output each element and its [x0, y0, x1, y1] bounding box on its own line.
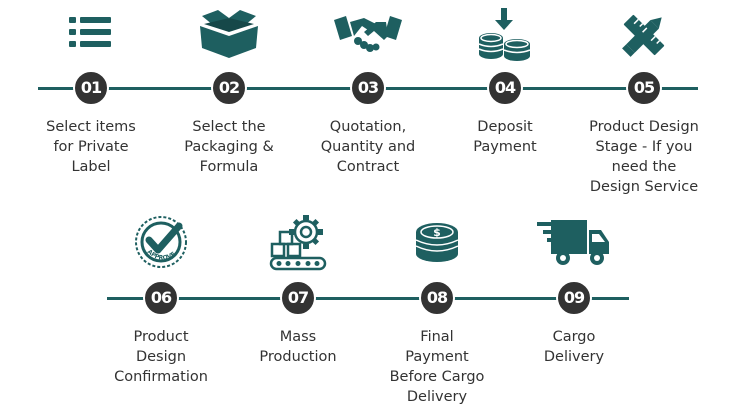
coin-deposit-icon	[478, 8, 531, 61]
step-label: Cargo Delivery	[543, 329, 605, 365]
step-label: Product Design Stage - If you need the D…	[589, 119, 699, 195]
step-number-badge: 07	[280, 280, 316, 316]
handshake-icon	[334, 16, 402, 52]
production-gear-icon	[269, 215, 327, 271]
step-number-badge: 09	[556, 280, 592, 316]
step-label: Quotation, Quantity and Contract	[320, 119, 416, 175]
list-icon	[69, 17, 111, 47]
delivery-truck-icon	[537, 220, 609, 265]
step-number-badge: 01	[73, 70, 109, 106]
step-label: Product Design Confirmation	[114, 329, 208, 385]
step-label: Final Payment Before Cargo Delivery	[389, 329, 485, 405]
step-number-badge: 06	[143, 280, 179, 316]
timeline-line-row-2	[107, 297, 629, 300]
step-label: Mass Production	[259, 329, 337, 365]
step-number-badge: 05	[626, 70, 662, 106]
step-label: Select the Packaging & Formula	[184, 119, 274, 175]
dollar-coins-icon: $	[415, 223, 459, 262]
approved-stamp-icon: APPROVED	[133, 214, 187, 268]
step-number-badge: 03	[350, 70, 386, 106]
step-number-badge: 08	[419, 280, 455, 316]
open-box-icon	[200, 10, 258, 58]
step-label: Deposit Payment	[473, 119, 537, 155]
svg-text:$: $	[433, 226, 441, 239]
step-number-badge: 04	[487, 70, 523, 106]
step-label: Select items for Private Label	[46, 119, 136, 175]
step-number-badge: 02	[211, 70, 247, 106]
design-tools-icon	[622, 14, 665, 57]
